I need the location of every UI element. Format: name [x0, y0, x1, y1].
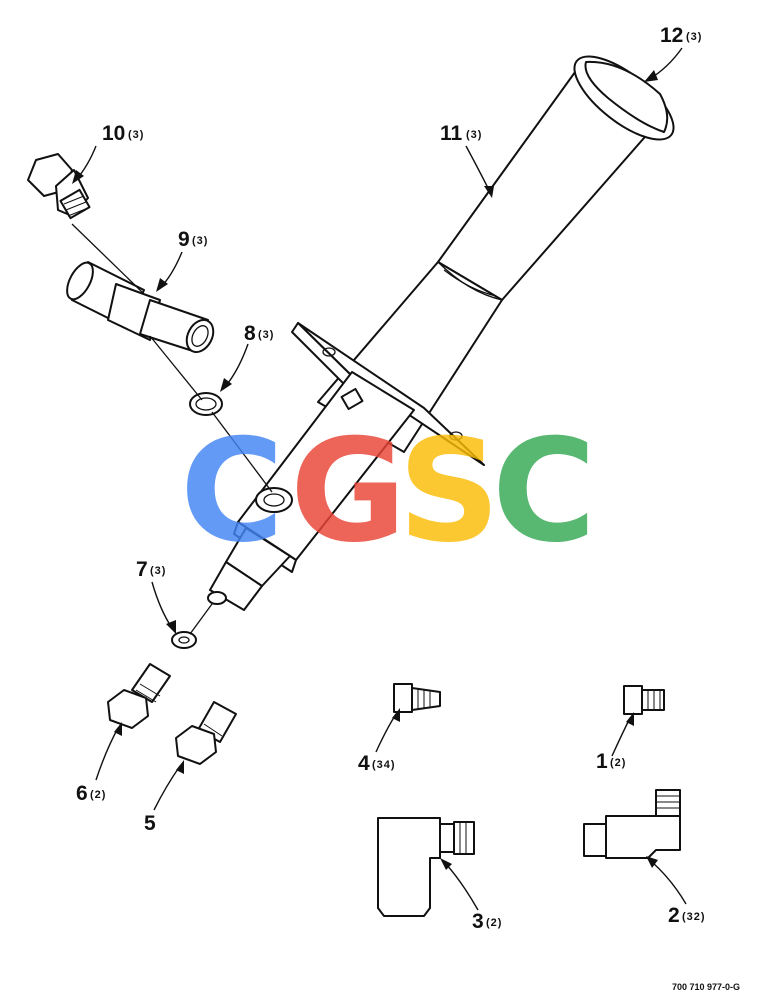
- hex-bolt-head: [340, 387, 364, 411]
- svg-text:(3): (3): [128, 129, 144, 141]
- svg-text:7: 7: [136, 558, 148, 581]
- callout-8: 8 (3): [244, 322, 274, 345]
- nozzle-tip: [207, 527, 291, 611]
- callout-2: 2 (32): [668, 904, 706, 927]
- drawing-number: 700 710 977-0-G: [672, 982, 740, 992]
- watermark-letter-c2: C: [492, 409, 596, 574]
- svg-text:(3): (3): [192, 235, 208, 247]
- callout-7: 7 (3): [136, 558, 166, 581]
- part-3-elbow-adapter: [377, 817, 475, 917]
- svg-text:2: 2: [668, 904, 680, 927]
- svg-text:5: 5: [144, 812, 156, 835]
- watermark-letter-s: S: [398, 409, 500, 574]
- callout-9: 9 (3): [178, 228, 208, 251]
- part-9-tee: [66, 261, 215, 354]
- svg-text:8: 8: [244, 322, 256, 345]
- part-10-elbow-fitting: [27, 153, 91, 220]
- svg-text:(3): (3): [150, 565, 166, 577]
- watermark-letter-g: G: [290, 409, 407, 574]
- callout-4: 4 (34): [358, 752, 396, 775]
- svg-text:(32): (32): [682, 911, 706, 923]
- part-2-tee-adapter: [583, 789, 681, 859]
- svg-text:1: 1: [596, 750, 608, 773]
- callout-6: 6 (2): [76, 782, 106, 805]
- assembly-center-lines: [71, 223, 273, 635]
- part-12-end-cap: [573, 55, 675, 141]
- svg-text:(3): (3): [258, 329, 274, 341]
- callout-12: 12 (3): [660, 24, 702, 47]
- mounting-flange-plate: [291, 322, 485, 466]
- svg-text:(34): (34): [372, 759, 396, 771]
- leader-arrows: [72, 47, 687, 911]
- svg-text:11: 11: [440, 122, 463, 145]
- callout-11: 11 (3): [440, 122, 482, 145]
- port-opening: [255, 487, 293, 513]
- svg-text:(3): (3): [466, 129, 482, 141]
- watermark-letter-c1: C: [180, 409, 284, 574]
- svg-text:(2): (2): [486, 917, 502, 929]
- svg-text:(2): (2): [610, 757, 626, 769]
- svg-text:12: 12: [660, 24, 683, 47]
- svg-text:4: 4: [358, 752, 370, 775]
- part-6-screw: [107, 663, 171, 729]
- callout-10: 10 (3): [102, 122, 144, 145]
- callout-3: 3 (2): [472, 910, 502, 933]
- part-5-screw: [175, 701, 237, 765]
- svg-text:10: 10: [102, 122, 125, 145]
- svg-text:(2): (2): [90, 789, 106, 801]
- svg-text:3: 3: [472, 910, 484, 933]
- part-1-hex-plug: [623, 685, 665, 715]
- callout-1: 1 (2): [596, 750, 626, 773]
- part-4-threaded-plug: [393, 683, 441, 713]
- svg-text:(3): (3): [686, 31, 702, 43]
- svg-text:6: 6: [76, 782, 88, 805]
- part-8-washer: [189, 392, 223, 416]
- cgsc-watermark-logo: C G S C: [180, 409, 596, 574]
- svg-text:9: 9: [178, 228, 190, 251]
- part-7-small-washer: [171, 631, 197, 649]
- callout-5: 5: [144, 812, 156, 835]
- callout-labels: 1 (2) 2 (32) 3 (2) 4 (34) 5 6 (2) 7 (3) …: [76, 24, 706, 933]
